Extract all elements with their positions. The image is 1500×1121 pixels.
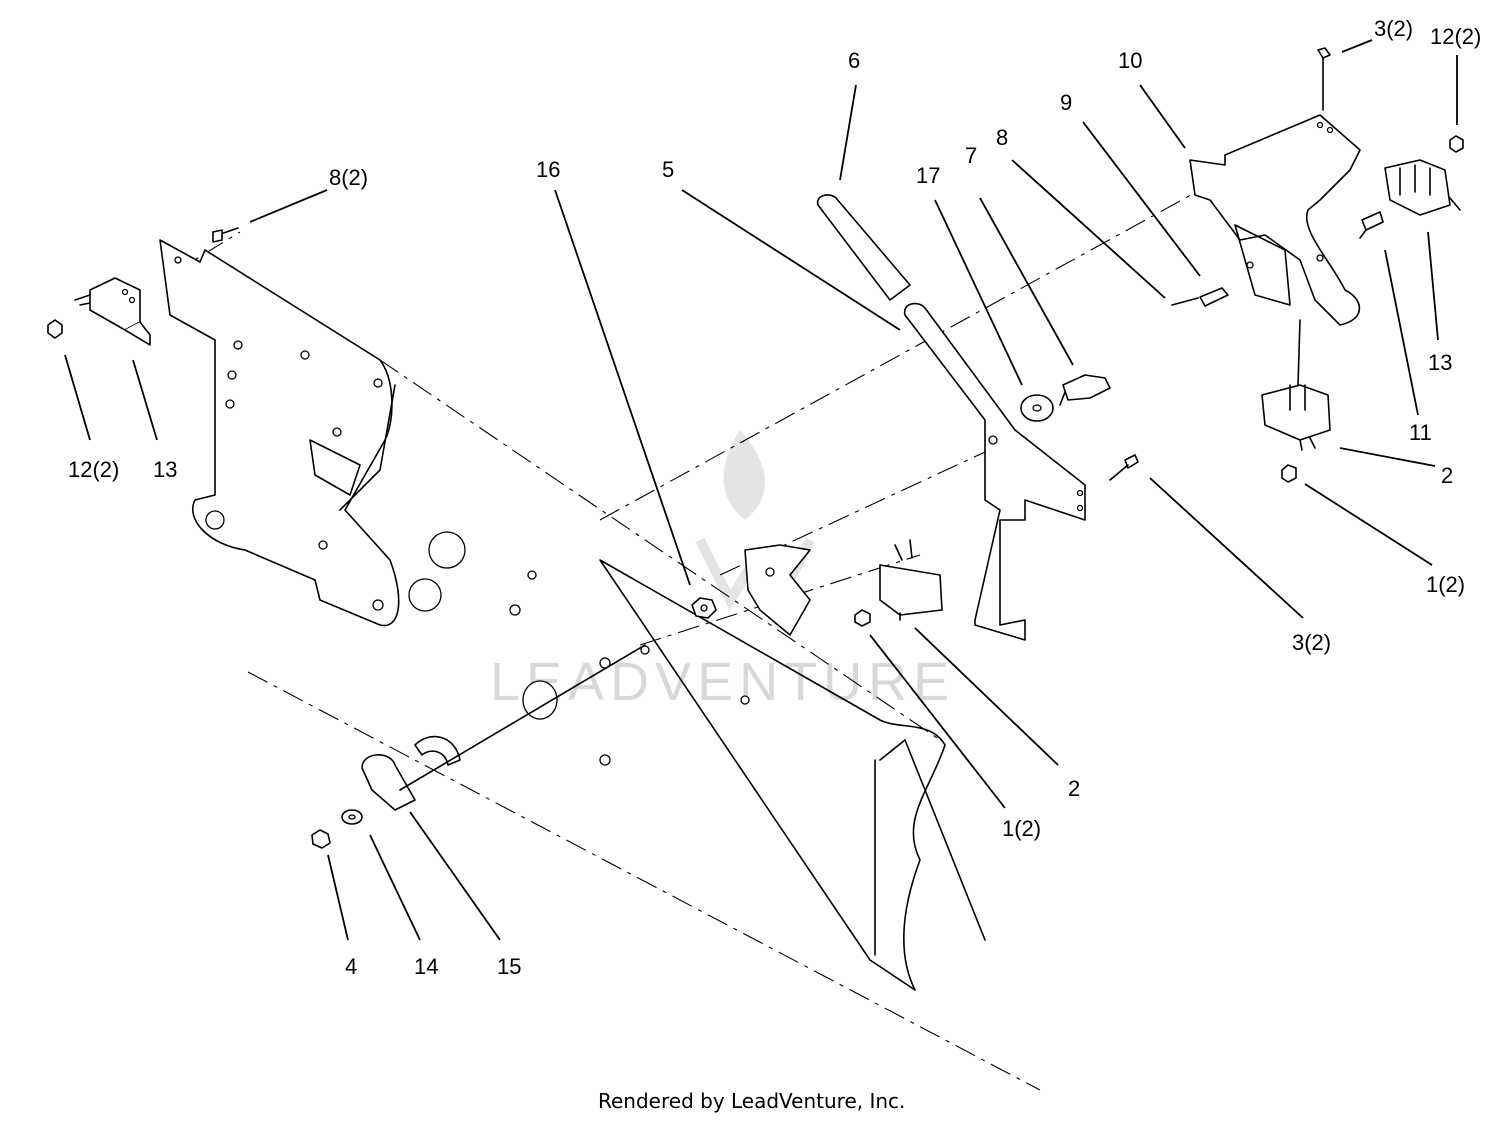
callout-3-2-mid: 3(2) [1292,630,1331,655]
right-lower-switch [1261,319,1331,483]
right-upper-switch [1317,47,1464,239]
callout-1-2-center: 1(2) [1002,816,1041,841]
center-bracket [691,544,811,636]
callout-8: 8 [996,125,1008,150]
callout-10: 10 [1118,48,1142,73]
callout-5: 5 [662,157,674,182]
pivot-hardware [1020,374,1139,481]
callout-13-left: 13 [153,457,177,482]
right-bracket [1171,114,1361,326]
callout-11: 11 [1409,420,1432,445]
callout-6: 6 [848,48,860,73]
callout-9: 9 [1060,90,1072,115]
callout-12-2-right: 12(2) [1430,24,1481,49]
callout-17: 17 [916,163,940,188]
callout-7: 7 [965,143,977,168]
left-mounting-plate [159,239,400,627]
callout-15: 15 [497,954,521,979]
callout-12-2-left: 12(2) [68,457,119,482]
callout-4: 4 [345,954,357,979]
callout-8-2: 8(2) [329,165,368,190]
callout-2-center: 2 [1068,776,1080,801]
clamp-hardware [311,644,646,849]
callout-labels: 3(2) 12(2) 10 6 9 8 7 17 8(2) 16 5 13 11… [68,16,1481,979]
callout-2-right: 2 [1441,463,1453,488]
left-switch-assembly [47,227,239,346]
footer-credit: Rendered by LeadVenture, Inc. [598,1089,905,1113]
callout-14: 14 [414,954,438,979]
callout-1-2-right: 1(2) [1426,572,1465,597]
leader-lines [64,39,1458,941]
watermark-text: LEADVENTURE [490,652,955,712]
control-lever [816,194,1086,641]
frame-panel [408,531,986,991]
callout-16: 16 [536,157,560,182]
callout-3-2-top: 3(2) [1374,16,1413,41]
callout-13-right: 13 [1428,350,1452,375]
center-switch-assembly [854,539,943,627]
